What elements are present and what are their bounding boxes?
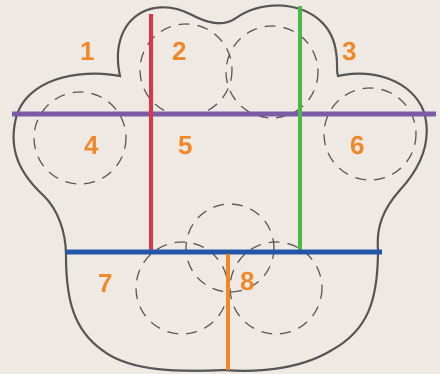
dashed-circle-pad-left xyxy=(34,92,126,184)
region-label-7: 7 xyxy=(98,268,112,298)
region-label-8: 8 xyxy=(240,266,254,296)
dashed-circle-pad-right xyxy=(324,88,416,180)
region-label-2: 2 xyxy=(172,36,186,66)
paw-outline xyxy=(14,5,427,370)
dashed-pads xyxy=(34,24,416,334)
region-label-4: 4 xyxy=(84,130,99,160)
region-label-5: 5 xyxy=(178,130,192,160)
region-label-6: 6 xyxy=(350,130,364,160)
region-label-3: 3 xyxy=(342,36,356,66)
region-label-1: 1 xyxy=(80,36,94,66)
dashed-circle-bottom-left xyxy=(136,242,228,334)
dashed-circle-toe-right xyxy=(226,26,318,118)
